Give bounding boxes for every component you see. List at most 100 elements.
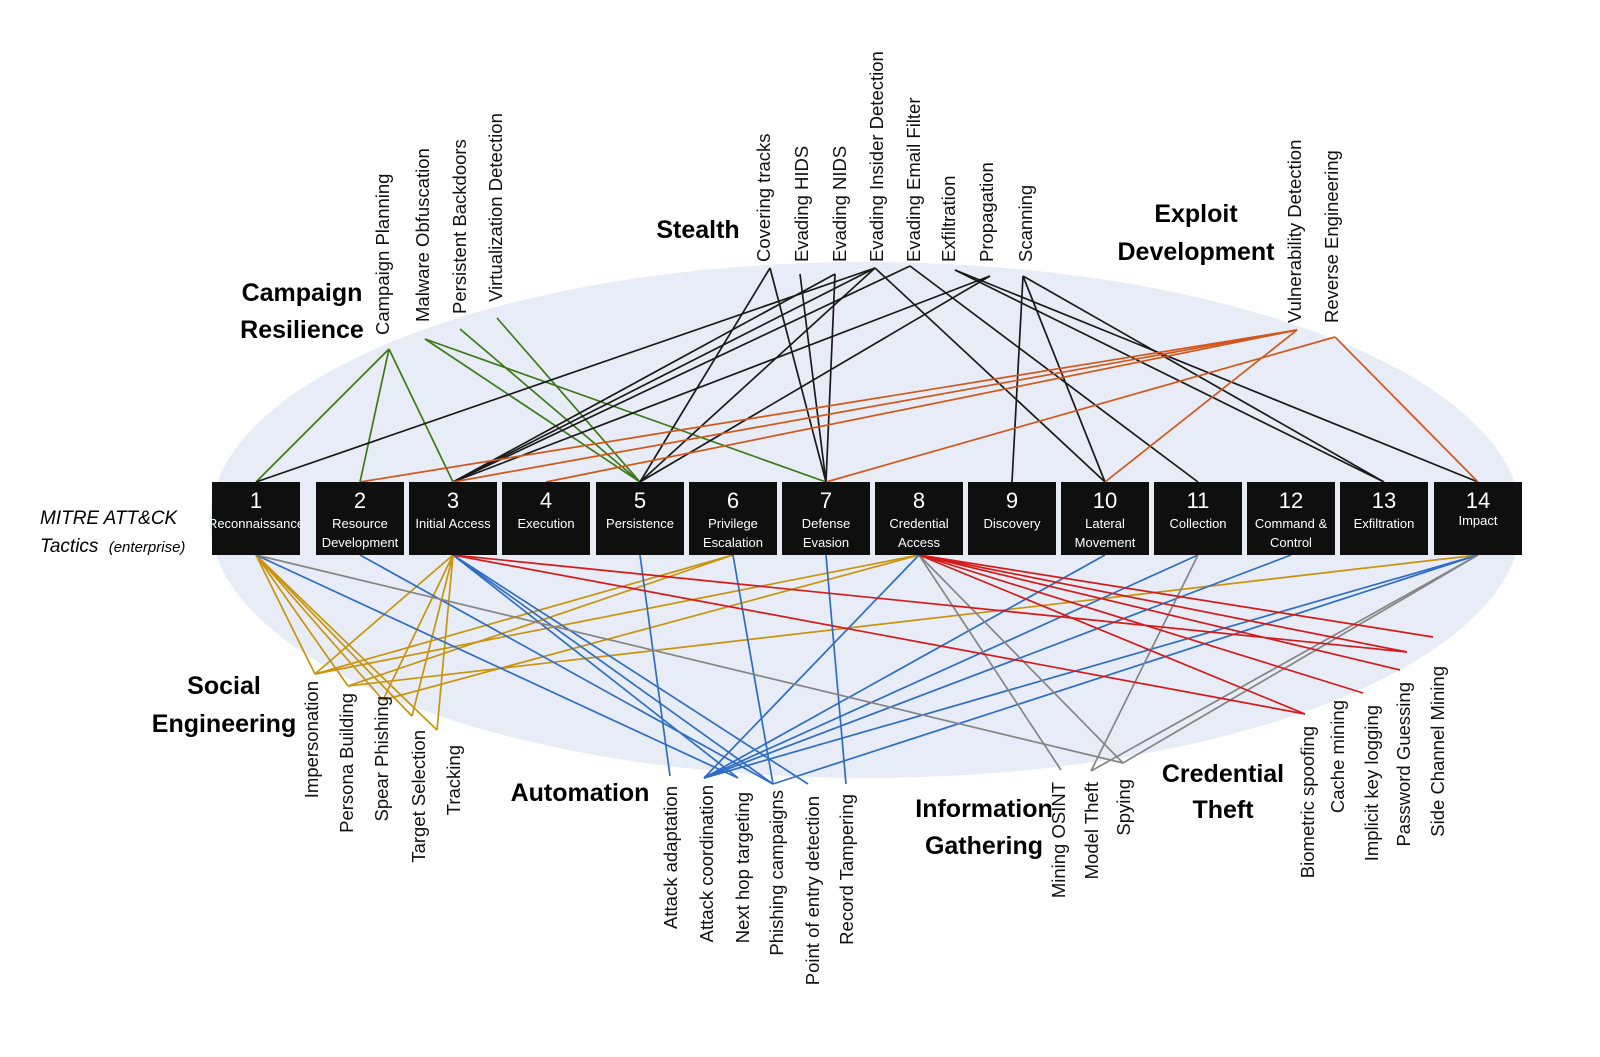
tactic-number: 13	[1372, 488, 1396, 513]
edge-stealth-to-tactic-14	[954, 269, 1479, 483]
edge-automation-to-tactic-14	[703, 554, 1479, 779]
edge-campaign-resilience-to-tactic-7	[424, 338, 827, 483]
tactic-number: 14	[1466, 488, 1490, 513]
side-label-line1: MITRE ATT&CK	[40, 508, 179, 529]
tactic-label-line: Development	[322, 535, 399, 550]
edge-automation-to-tactic-14	[772, 554, 1479, 785]
technique-target-selection: Target Selection	[408, 730, 429, 863]
group-label-stealth: Stealth	[656, 216, 739, 244]
edge-information-gathering-to-tactic-14	[1090, 554, 1479, 772]
edge-social-engineering-to-tactic-3	[411, 554, 454, 717]
tactic-label-line: Initial Access	[415, 516, 491, 531]
edge-stealth-to-tactic-3	[452, 265, 911, 483]
tactic-label-line: Credential	[889, 516, 948, 531]
group-label-campaign-resilience: Campaign	[242, 279, 363, 307]
tactic-box	[596, 482, 684, 555]
edge-stealth-to-tactic-10	[1022, 275, 1106, 483]
group-label-campaign-resilience: Resilience	[240, 316, 364, 344]
tactic-box	[782, 482, 870, 555]
technique-persistent-backdoors: Persistent Backdoors	[449, 139, 470, 314]
edge-automation-to-tactic-1	[255, 554, 739, 779]
technique-persona-building: Persona Building	[336, 693, 357, 833]
edge-exploit-development-to-tactic-7	[825, 336, 1336, 483]
edge-information-gathering-to-tactic-8	[918, 554, 1062, 771]
edge-exploit-development-to-tactic-14	[1334, 336, 1479, 483]
tactic-number: 11	[1187, 488, 1210, 513]
tactic-box	[316, 482, 404, 555]
technique-evading-email-filter: Evading Email Filter	[903, 97, 924, 262]
technique-propagation: Propagation	[976, 162, 997, 262]
group-label-exploit-development: Development	[1118, 238, 1276, 266]
edge-automation-to-tactic-3	[452, 554, 739, 779]
edge-stealth-to-tactic-13	[954, 269, 1385, 483]
edge-social-engineering-to-tactic-14	[347, 554, 1479, 687]
tactic-label-line: Execution	[517, 516, 574, 531]
edge-stealth-to-tactic-13	[1022, 275, 1385, 483]
tactic-label-line: Access	[898, 535, 940, 550]
tactic-number: 6	[727, 488, 739, 513]
edge-campaign-resilience-to-tactic-3	[388, 348, 454, 483]
tactic-box	[1247, 482, 1335, 555]
tactic-label-line: Evasion	[803, 535, 849, 550]
edge-social-engineering-to-tactic-1	[255, 554, 349, 687]
technique-evading-insider-detection: Evading Insider Detection	[866, 51, 887, 262]
group-label-exploit-development: Exploit	[1154, 200, 1238, 228]
edge-information-gathering-to-tactic-8	[918, 554, 1124, 764]
technique-virtualization-detection: Virtualization Detection	[485, 113, 506, 302]
edge-credential-theft-to-tactic-3	[452, 554, 1306, 715]
edge-campaign-resilience-to-tactic-1	[255, 348, 390, 483]
tactic-number: 9	[1006, 488, 1018, 513]
technique-record-tampering: Record Tampering	[836, 794, 857, 945]
side-label: MITRE ATT&CK Tactics (enterprise)	[40, 508, 185, 557]
edge-exploit-development-to-tactic-10	[1104, 329, 1298, 483]
tactic-number: 7	[820, 488, 832, 513]
edge-automation-to-tactic-2	[359, 554, 774, 785]
technique-vulnerability-detection: Vulnerability Detection	[1284, 140, 1305, 323]
tactic-number: 1	[250, 488, 262, 513]
tactic-label-line: Discovery	[983, 516, 1041, 531]
technique-phishing-campaigns: Phishing campaigns	[766, 790, 787, 956]
technique-campaign-planning: Campaign Planning	[372, 174, 393, 335]
edge-stealth-to-tactic-7	[799, 273, 827, 483]
edge-stealth-to-tactic-7	[825, 273, 836, 483]
technique-covering-tracks: Covering tracks	[753, 133, 774, 262]
technique-model-theft: Model Theft	[1081, 782, 1102, 879]
tactic-number: 10	[1093, 488, 1117, 513]
edge-social-engineering-to-tactic-1	[255, 554, 316, 675]
technique-evading-hids: Evading HIDS	[791, 146, 812, 262]
technique-point-of-entry-detection: Point of entry detection	[802, 796, 823, 985]
technique-attack-adaptation: Attack adaptation	[660, 786, 681, 929]
tactic-label-line: Exfiltration	[1354, 516, 1415, 531]
edge-information-gathering-to-tactic-11	[1090, 554, 1199, 772]
edge-stealth-to-tactic-5	[639, 267, 771, 483]
tactic-label-line: Persistence	[606, 516, 674, 531]
edge-stealth-to-tactic-3	[452, 273, 836, 483]
edge-credential-theft-to-tactic-8	[918, 554, 1401, 671]
tactic-box	[1061, 482, 1149, 555]
side-label-line2: Tactics	[40, 536, 99, 557]
edge-campaign-resilience-to-tactic-5	[496, 317, 641, 483]
tactic-box	[689, 482, 777, 555]
edge-stealth-to-tactic-3	[452, 275, 991, 483]
edge-automation-to-tactic-5	[639, 554, 671, 777]
edge-stealth-to-tactic-10	[874, 267, 1106, 483]
tactic-label-line: Impact	[1458, 513, 1497, 528]
edge-credential-theft-to-tactic-8	[918, 554, 1364, 694]
edge-credential-theft-to-tactic-8	[918, 554, 1434, 638]
tactic-number: 12	[1279, 488, 1303, 513]
edge-exploit-development-to-tactic-2	[359, 329, 1298, 483]
tactic-number: 4	[540, 488, 552, 513]
tactic-box	[875, 482, 963, 555]
edge-campaign-resilience-to-tactic-2	[359, 348, 390, 483]
technique-evading-nids: Evading NIDS	[829, 146, 850, 262]
technique-spear-phishing: Spear Phishing	[371, 696, 392, 821]
